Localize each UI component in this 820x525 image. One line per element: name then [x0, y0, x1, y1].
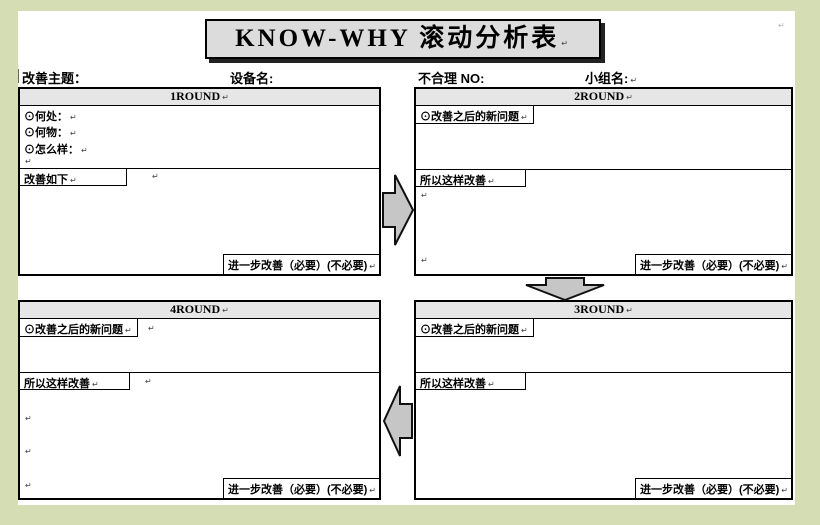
paragraph-mark-icon: ↵ [561, 39, 571, 48]
row-divider [20, 168, 379, 169]
round-3-footer-label: 进一步改善（必要）(不必要)↵ [634, 478, 791, 498]
round-4-top-label: ⊙改善之后的新问题↵ [20, 319, 138, 337]
bullet-text: ⊙何物： [24, 127, 68, 139]
paragraph-mark-icon: ↵ [488, 177, 495, 186]
mid-label-text: 所以这样改善 [420, 175, 486, 187]
round-3-header: 3ROUND↵ [416, 302, 791, 319]
round-1-header: 1ROUND↵ [20, 89, 379, 106]
round-4-title: 4ROUND [170, 302, 221, 316]
paragraph-mark-icon: ↵ [92, 380, 99, 389]
round-2-mid-label: 所以这样改善↵ [416, 169, 526, 187]
paragraph-mark-icon: ↵ [70, 176, 77, 185]
row-divider [20, 372, 379, 373]
footer-label-text: 进一步改善（必要）(不必要) [227, 260, 368, 272]
paragraph-mark-icon: ↵ [781, 262, 788, 271]
paragraph-mark-icon: ↵ [148, 324, 155, 333]
paragraph-mark-icon: ↵ [222, 306, 229, 315]
paragraph-mark-icon: ↵ [488, 380, 495, 389]
paragraph-mark-icon: ↵ [222, 93, 229, 102]
paragraph-mark-icon: ↵ [421, 191, 428, 200]
footer-label-text: 进一步改善（必要）(不必要) [639, 260, 780, 272]
paragraph-mark-icon: ↵ [369, 486, 376, 495]
round-3-mid-label: 所以这样改善↵ [416, 372, 526, 390]
paragraph-mark-icon: ↵ [70, 129, 77, 138]
paragraph-mark-icon: ↵ [421, 256, 428, 265]
round-1-mid-label: 改善如下↵ [20, 168, 127, 186]
footer-label-text: 进一步改善（必要）(不必要) [639, 484, 780, 496]
paragraph-mark-icon: ↵ [25, 447, 32, 456]
row-divider [416, 169, 791, 170]
field-label-equipment-text: 设备名: [230, 71, 274, 86]
field-label-unreasonable-no: 不合理 NO: [418, 68, 484, 87]
row-divider [416, 372, 791, 373]
flow-arrow-down-icon [525, 277, 605, 301]
paragraph-mark-icon: ↵ [778, 21, 785, 30]
margin-tick [18, 69, 19, 83]
field-label-topic-text: 改善主题： [22, 71, 88, 86]
round-2-panel: 2ROUND↵ ⊙改善之后的新问题↵ 所以这样改善↵ ↵ ↵ 进一步改善（必要）… [414, 87, 793, 276]
paragraph-mark-icon: ↵ [152, 172, 159, 181]
round-2-body[interactable]: ⊙改善之后的新问题↵ 所以这样改善↵ ↵ ↵ 进一步改善（必要）(不必要)↵ [416, 106, 791, 274]
round-3-top-label: ⊙改善之后的新问题↵ [416, 319, 534, 337]
paragraph-mark-icon: ↵ [125, 326, 132, 335]
round-1-title: 1ROUND [170, 89, 221, 103]
round-3-body[interactable]: ⊙改善之后的新问题↵ 所以这样改善↵ 进一步改善（必要）(不必要)↵ [416, 319, 791, 498]
page-title: KNOW-WHY 滚动分析表↵ [205, 19, 601, 59]
paragraph-mark-icon: ↵ [81, 146, 88, 155]
field-label-equipment: 设备名: [230, 68, 273, 87]
field-label-topic: 改善主题： [22, 68, 87, 87]
round-3-title: 3ROUND [574, 302, 625, 316]
round-2-title: 2ROUND [574, 89, 625, 103]
round-1-footer-label: 进一步改善（必要）(不必要)↵ [222, 254, 379, 274]
paragraph-mark-icon: ↵ [369, 262, 376, 271]
paragraph-mark-icon: ↵ [626, 306, 633, 315]
flow-arrow-left-icon [383, 385, 413, 457]
round-4-body[interactable]: ⊙改善之后的新问题↵ ↵ 所以这样改善↵ ↵ ↵ ↵ ↵ 进一步改善（必要）(不… [20, 319, 379, 498]
round-4-mid-label: 所以这样改善↵ [20, 372, 130, 390]
document-page: KNOW-WHY 滚动分析表↵ ↵ 改善主题： 设备名: 不合理 NO: 小组名… [18, 11, 795, 505]
flow-arrow-right-icon [382, 174, 414, 246]
paragraph-mark-icon: ↵ [781, 486, 788, 495]
field-label-group-name: 小组名:↵ [585, 68, 637, 87]
paragraph-mark-icon: ↵ [630, 76, 638, 85]
top-label-text: ⊙改善之后的新问题 [420, 111, 519, 123]
top-label-text: ⊙改善之后的新问题 [420, 324, 519, 336]
round-2-top-label: ⊙改善之后的新问题↵ [416, 106, 534, 124]
round-4-panel: 4ROUND↵ ⊙改善之后的新问题↵ ↵ 所以这样改善↵ ↵ ↵ ↵ ↵ 进一步… [18, 300, 381, 500]
mid-label-text: 所以这样改善 [420, 378, 486, 390]
round-3-panel: 3ROUND↵ ⊙改善之后的新问题↵ 所以这样改善↵ 进一步改善（必要）(不必要… [414, 300, 793, 500]
bullet-text: ⊙怎么样： [24, 144, 79, 156]
round-1-bullet-what: ⊙何物：↵ [24, 124, 77, 140]
paragraph-mark-icon: ↵ [521, 326, 528, 335]
paragraph-mark-icon: ↵ [25, 414, 32, 423]
round-4-header: 4ROUND↵ [20, 302, 379, 319]
page-title-text: KNOW-WHY 滚动分析表 [235, 25, 560, 52]
mid-label-text: 所以这样改善 [24, 378, 90, 390]
paragraph-mark-icon: ↵ [626, 93, 633, 102]
round-2-footer-label: 进一步改善（必要）(不必要)↵ [634, 254, 791, 274]
paragraph-mark-icon: ↵ [25, 157, 32, 166]
paragraph-mark-icon: ↵ [70, 113, 77, 122]
round-1-bullet-where: ⊙何处：↵ [24, 108, 77, 124]
round-2-header: 2ROUND↵ [416, 89, 791, 106]
footer-label-text: 进一步改善（必要）(不必要) [227, 484, 368, 496]
field-label-group-name-text: 小组名: [585, 71, 629, 86]
round-1-body[interactable]: ⊙何处：↵ ⊙何物：↵ ⊙怎么样：↵ ↵ 改善如下↵ ↵ 进一步改善（必要）(不… [20, 106, 379, 274]
field-label-unreasonable-no-text: 不合理 NO: [418, 71, 485, 86]
round-4-footer-label: 进一步改善（必要）(不必要)↵ [222, 478, 379, 498]
paragraph-mark-icon: ↵ [25, 481, 32, 490]
mid-label-text: 改善如下 [24, 174, 68, 186]
round-1-bullet-how: ⊙怎么样：↵ [24, 141, 88, 157]
paragraph-mark-icon: ↵ [521, 113, 528, 122]
round-1-panel: 1ROUND↵ ⊙何处：↵ ⊙何物：↵ ⊙怎么样：↵ ↵ 改善如下↵ ↵ [18, 87, 381, 276]
paragraph-mark-icon: ↵ [145, 377, 152, 386]
top-label-text: ⊙改善之后的新问题 [24, 324, 123, 336]
bullet-text: ⊙何处： [24, 111, 68, 123]
